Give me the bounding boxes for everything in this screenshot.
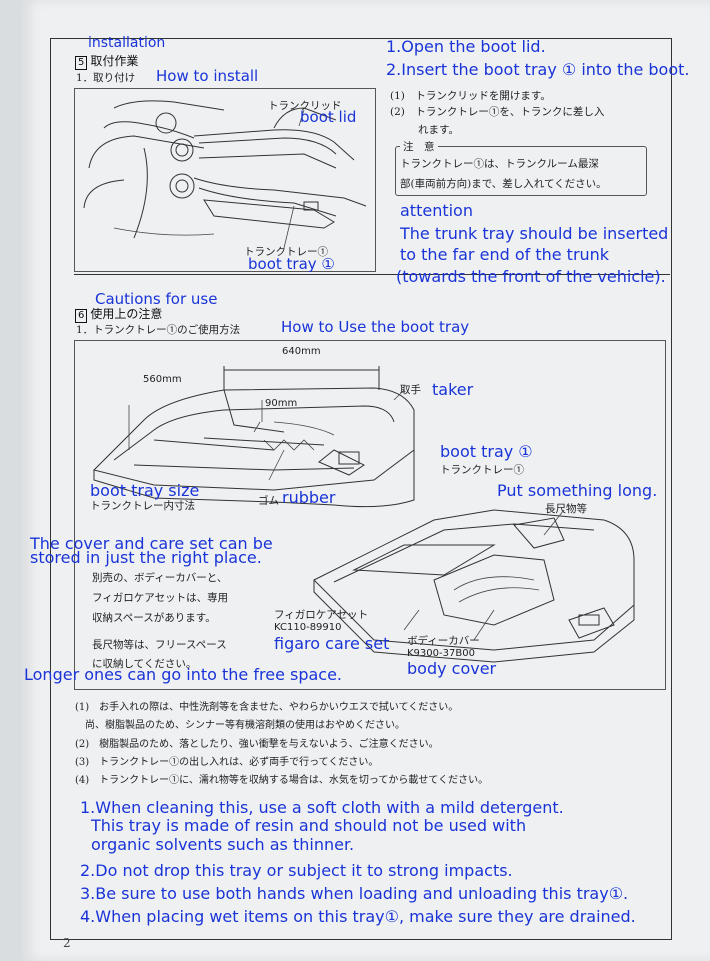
note-en-1b: This tray is made of resin and should no…	[91, 816, 527, 835]
body-cover-en: body cover	[407, 659, 497, 678]
section6-jp-sub: 1．トランクトレー①のご使用方法	[76, 324, 241, 336]
note-jp-2: (2) 樹脂製品のため、落としたり、強い衝撃を与えないよう、ご注意ください。	[75, 739, 439, 750]
tray-dimensions-illustration	[93, 366, 635, 663]
caution-title: 注 意	[400, 139, 438, 154]
note-en-3: 3.Be sure to use both hands when loading…	[80, 884, 629, 903]
dim-640: 640mm	[282, 346, 321, 357]
section5-en-heading: installation	[88, 35, 166, 51]
section5-jp-sub: 1．取り付け	[76, 72, 136, 84]
note-en-2: 2.Do not drop this tray or subject it to…	[80, 861, 513, 880]
note-jp-1: (1) お手入れの際は、中性洗剤等を含ませた、やわらかいウエスで拭いてください。	[75, 702, 459, 713]
section5-jp-title: 取付作業	[90, 54, 139, 68]
cover-jp-line-3: 収納スペースがあります。	[92, 612, 216, 624]
label-lid-en: boot lid	[300, 108, 357, 126]
section6-en-heading: Cautions for use	[95, 290, 218, 308]
step-jp-1: (1) トランクリッドを開けます。	[390, 90, 551, 102]
label-tray-jp: トランクトレー①	[244, 246, 328, 258]
cover-en-line-1: The cover and care set can be	[30, 534, 273, 553]
free-jp-line-1: 長尺物等は、フリースペース	[92, 639, 227, 651]
note-jp-3: (3) トランクトレー①の出し入れは、必ず両手で行ってください。	[75, 757, 379, 768]
label-lid-jp: トランクリッド	[268, 100, 342, 112]
attention-line-3: (towards the front of the vehicle).	[396, 267, 666, 286]
attention-line-1: The trunk tray should be inserted	[400, 224, 669, 243]
rubber-jp: ゴム	[258, 495, 279, 507]
page-number: 2	[63, 936, 71, 950]
free-en: Longer ones can go into the free space.	[24, 665, 343, 684]
label-tray-en: boot tray ①	[248, 255, 335, 273]
section6-jp-title: 使用上の注意	[90, 307, 163, 321]
note-en-4: 4.When placing wet items on this tray①, …	[80, 907, 636, 926]
step-en-1: 1.Open the boot lid.	[386, 37, 546, 56]
care-set-en: figaro care set	[274, 634, 390, 653]
size-jp: トランクトレー内寸法	[90, 500, 195, 512]
body-cover-code: K9300-37B00	[407, 648, 475, 659]
taker-jp: 取手	[400, 384, 421, 396]
note-en-1: 1.When cleaning this, use a soft cloth w…	[80, 798, 564, 817]
section5-number: 5	[75, 56, 88, 70]
cover-jp-line-1: 別売の、ボディーカバーと、	[92, 572, 228, 584]
cover-jp-line-2: フィガロケアセットは、専用	[92, 592, 229, 604]
install-illustration-frame	[74, 88, 376, 272]
dim-90: 90mm	[265, 398, 298, 409]
body-cover-jp: ボディーカバー	[407, 635, 480, 647]
tray-en: boot tray ①	[440, 442, 533, 461]
long-en: Put something long.	[497, 481, 658, 500]
attention-title: attention	[400, 201, 473, 220]
care-set-code: KC110-89910	[274, 622, 342, 633]
attention-line-2: to the far end of the trunk	[400, 245, 610, 264]
caution-line-2: 部(車両前方向)まで、差し入れてください。	[400, 178, 607, 190]
note-en-1c: organic solvents such as thinner.	[91, 835, 355, 854]
size-en: boot tray size	[90, 481, 200, 500]
long-jp: 長尺物等	[545, 503, 587, 515]
section6-number: 6	[75, 309, 88, 323]
step-jp-2: (2) トランクトレー①を、トランクに差し入	[390, 106, 605, 118]
section-divider	[74, 274, 670, 275]
dim-560: 560mm	[143, 374, 182, 385]
usage-illustration-frame	[74, 340, 666, 690]
tray-jp: トランクトレー①	[440, 464, 524, 476]
step-jp-2b: れます。	[418, 124, 459, 136]
step-en-2: 2.Insert the boot tray ① into the boot.	[386, 60, 690, 79]
taker-en: taker	[432, 380, 474, 399]
free-jp-line-2: に収納してください。	[92, 658, 197, 670]
caution-line-1: トランクトレー①は、トランクルーム最深	[400, 158, 599, 170]
section6-en-sub: How to Use the boot tray	[281, 318, 470, 336]
cover-en-line-2: stored in just the right place.	[30, 548, 262, 567]
car-trunk-illustration	[83, 100, 367, 249]
care-set-jp: フィガロケアセット	[274, 609, 369, 621]
rubber-en: rubber	[282, 488, 336, 507]
note-jp-1b: 尚、樹脂製品のため、シンナー等有機溶剤類の使用はおやめください。	[75, 720, 405, 731]
page-frame	[50, 38, 672, 940]
caution-box	[395, 146, 647, 196]
section5-en-sub: How to install	[156, 67, 259, 85]
note-jp-4: (4) トランクトレー①に、濡れ物等を収納する場合は、水気を切ってから載せてくだ…	[75, 775, 489, 786]
